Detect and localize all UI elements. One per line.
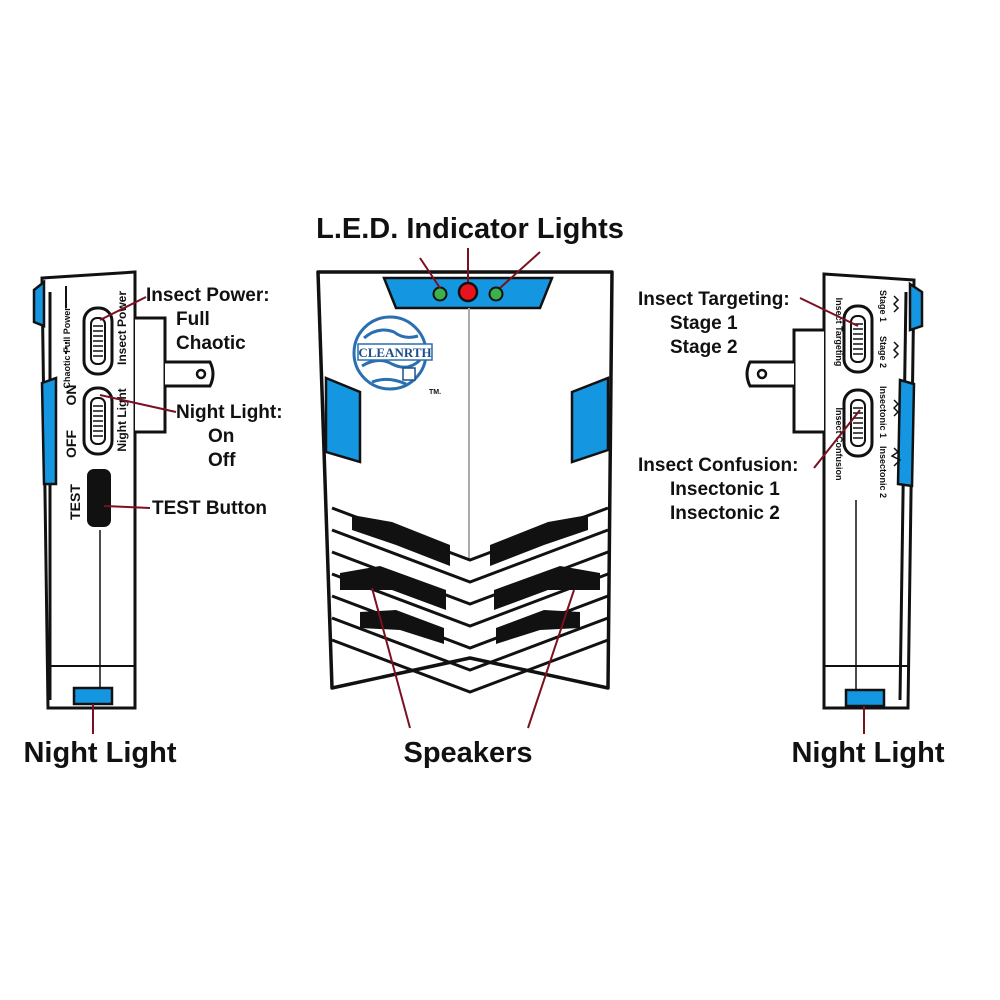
right-side-unit: Insect Targeting Insect Confusion Stage … xyxy=(745,272,924,710)
right-insectonic1-label: Insectonic 1 xyxy=(878,386,888,438)
front-unit: CLEANRTH TM. xyxy=(316,270,614,694)
left-night-light-label: Night Light xyxy=(115,388,129,451)
right-side-grip xyxy=(896,378,916,488)
left-on-label: ON xyxy=(63,385,79,406)
callout-insect-power-heading: Insect Power: xyxy=(146,285,270,306)
callout-insect-confusion-heading: Insect Confusion: xyxy=(638,455,798,476)
left-off-label: OFF xyxy=(63,430,79,458)
callout-night-light-opt2: Off xyxy=(208,450,236,471)
diagram-title: L.E.D. Indicator Lights xyxy=(316,213,624,245)
label-speakers: Speakers xyxy=(404,737,533,769)
left-test-label: TEST xyxy=(67,484,83,520)
label-right-night-light: Night Light xyxy=(791,737,944,769)
callout-insect-power-opt2: Chaotic xyxy=(176,333,246,354)
callout-insect-confusion-opt1: Insectonic 1 xyxy=(670,479,780,500)
insect-power-switch[interactable] xyxy=(82,306,114,376)
led-green-right xyxy=(488,286,504,302)
night-light-switch[interactable] xyxy=(82,386,114,456)
insect-confusion-switch[interactable] xyxy=(842,388,874,458)
right-insectonic2-label: Insectonic 2 xyxy=(878,446,888,498)
callout-night-light-opt1: On xyxy=(208,426,234,447)
callout-insect-confusion-opt2: Insectonic 2 xyxy=(670,503,780,524)
led-red-center xyxy=(457,281,479,303)
callout-insect-power-opt1: Full xyxy=(176,309,210,330)
callout-insect-targeting-opt1: Stage 1 xyxy=(670,313,738,334)
wave-icons xyxy=(890,295,902,467)
right-callouts: Insect Targeting: Stage 1 Stage 2 Insect… xyxy=(638,289,945,769)
callout-insect-targeting-heading: Insect Targeting: xyxy=(638,289,790,310)
left-night-light-window xyxy=(72,686,114,706)
front-right-grip xyxy=(570,376,610,464)
right-top-clip xyxy=(908,281,924,332)
left-full-power-label: Full Power xyxy=(62,307,72,353)
left-callouts: Insect Power: Full Chaotic Night Light: … xyxy=(23,285,282,769)
logo-text: CLEANRTH xyxy=(358,345,431,360)
callout-night-light-heading: Night Light: xyxy=(176,402,283,423)
cleanrth-logo: CLEANRTH TM. xyxy=(352,315,441,396)
label-left-night-light: Night Light xyxy=(23,737,176,769)
callout-test-button: TEST Button xyxy=(152,498,267,519)
right-insect-confusion-label: Insect Confusion xyxy=(834,407,844,480)
left-chaotic-label: Chaotic xyxy=(62,355,72,388)
insect-targeting-switch[interactable] xyxy=(842,304,874,374)
right-stage1-label: Stage 1 xyxy=(878,290,888,322)
speaker-right xyxy=(490,515,600,644)
left-insect-power-label: Insect Power xyxy=(115,291,129,365)
led-green-left xyxy=(432,286,448,302)
logo-trademark: TM. xyxy=(429,389,441,396)
right-insect-targeting-label: Insect Targeting xyxy=(834,298,844,367)
right-stage2-label: Stage 2 xyxy=(878,336,888,368)
front-left-grip xyxy=(324,376,362,464)
callout-insect-targeting-opt2: Stage 2 xyxy=(670,337,738,358)
right-night-light-window xyxy=(844,688,886,708)
test-button[interactable] xyxy=(87,469,111,527)
left-side-grip xyxy=(40,376,58,486)
center-callouts: Speakers xyxy=(371,248,575,769)
left-top-clip xyxy=(32,279,46,328)
